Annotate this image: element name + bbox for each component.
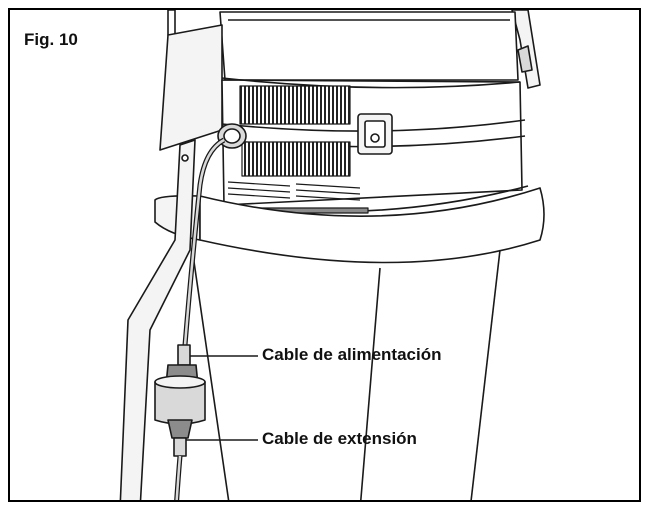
handle-frame — [167, 10, 541, 89]
callout-power-cable: Cable de alimentación — [262, 345, 442, 364]
support-leg — [119, 139, 196, 500]
cord-grommet — [217, 123, 247, 149]
figure-label: Fig. 10 — [24, 30, 78, 49]
callout-extension-cable: Cable de extensión — [262, 429, 417, 448]
power-cord — [182, 137, 226, 346]
power-switch — [357, 113, 393, 155]
vent-grille — [227, 85, 369, 214]
plug-connector — [154, 344, 206, 457]
tank-body — [191, 247, 501, 500]
extension-cord — [174, 455, 183, 500]
